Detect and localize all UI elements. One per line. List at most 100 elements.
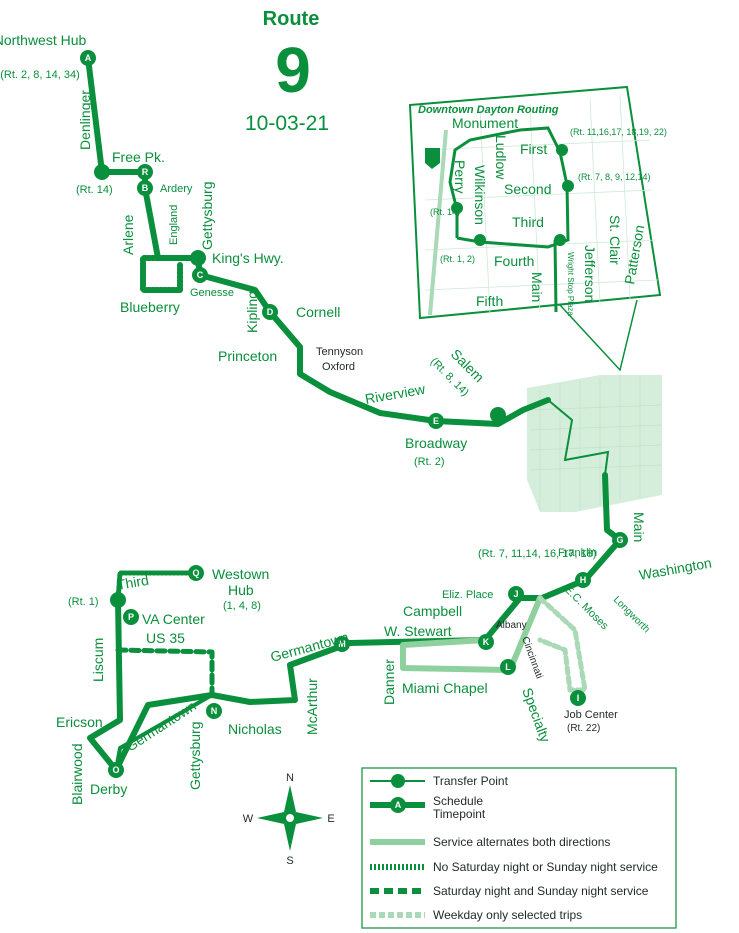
- label-miami-chapel: Miami Chapel: [402, 680, 488, 696]
- label-blueberry: Blueberry: [120, 299, 180, 315]
- svg-text:R: R: [142, 167, 149, 177]
- svg-text:N: N: [211, 706, 218, 716]
- label-riverview: Riverview: [364, 381, 427, 407]
- label-princeton: Princeton: [218, 348, 277, 364]
- compass-w: W: [243, 813, 254, 825]
- timepoint-g[interactable]: G: [612, 532, 628, 548]
- svg-text:B: B: [142, 183, 149, 193]
- inset-street-perry: Perry: [452, 160, 468, 193]
- label-gettysburg-south: Gettysburg: [187, 722, 203, 790]
- label-job-center-route: (Rt. 22): [567, 723, 600, 734]
- timepoint-b[interactable]: B: [137, 180, 153, 196]
- svg-text:C: C: [197, 270, 204, 280]
- legend-label-dotted: No Saturday night or Sunday night servic…: [433, 860, 658, 874]
- interstate-75-label: 75: [428, 155, 436, 162]
- compass-rose: [257, 785, 323, 851]
- timepoint-e[interactable]: E: [428, 413, 444, 429]
- callout-pointer: [559, 299, 638, 372]
- downtown-route-outline: [547, 399, 610, 476]
- inset-wright-stop-plaza: Wright Stop Plaza: [566, 252, 575, 316]
- svg-text:M: M: [338, 639, 346, 649]
- label-washington: Washington: [638, 554, 713, 583]
- timepoint-c[interactable]: C: [192, 267, 208, 283]
- timepoint-h[interactable]: H: [575, 572, 591, 588]
- svg-text:Q: Q: [192, 568, 199, 578]
- label-ericson: Ericson: [56, 714, 103, 730]
- label-derby: Derby: [90, 781, 127, 797]
- timepoint-k[interactable]: K: [478, 634, 494, 650]
- label-broadway: Broadway: [405, 435, 467, 451]
- label-main: Main: [631, 512, 647, 542]
- inset-transfer-second: (Rt. 7, 8, 9, 12,14): [578, 172, 651, 182]
- inset-map: 75: [408, 85, 662, 320]
- inset-street-st-clair: St. Clair: [607, 215, 623, 265]
- label-denlinger: Denlinger: [77, 90, 93, 150]
- inset-street-monument: Monument: [452, 115, 518, 131]
- inset-street-main: Main: [529, 272, 545, 302]
- timepoint-d[interactable]: D: [262, 304, 278, 320]
- label-third: Third: [116, 572, 150, 593]
- label-genesse: Genesse: [190, 287, 234, 299]
- svg-text:P: P: [128, 612, 134, 622]
- label-eliz-place: Eliz. Place: [442, 589, 493, 601]
- svg-text:I: I: [577, 693, 580, 703]
- label-nicholas: Nicholas: [228, 721, 282, 737]
- timepoint-r[interactable]: R: [137, 164, 153, 180]
- svg-text:L: L: [505, 662, 511, 672]
- inset-transfer-first: (Rt. 11,16,17, 18,19, 22): [570, 127, 667, 137]
- inset-street-third: Third: [512, 214, 544, 230]
- transfer-point-va-center: [110, 592, 126, 608]
- label-kipling: Kipling: [244, 291, 260, 333]
- label-ardery: Ardery: [160, 183, 193, 195]
- timepoint-p[interactable]: P: [123, 609, 139, 625]
- label-va-center: VA Center: [142, 611, 205, 627]
- label-mcarthur: McArthur: [304, 678, 320, 735]
- label-free-pk: Free Pk.: [112, 149, 165, 165]
- label-tennyson: Tennyson: [316, 346, 363, 358]
- label-specialty: Specialty: [519, 686, 553, 745]
- inset-street-first: First: [520, 141, 547, 157]
- svg-text:H: H: [580, 575, 587, 585]
- timepoint-n[interactable]: N: [206, 703, 222, 719]
- compass-e: E: [327, 813, 334, 825]
- label-broadway-route: (Rt. 2): [414, 456, 445, 468]
- label-blairwood: Blairwood: [69, 744, 85, 805]
- label-franklin-routes: (Rt. 7, 11,14, 16, 17, 18): [478, 548, 596, 560]
- label-westown-hub-2: Hub: [228, 582, 254, 598]
- label-rt1: (Rt. 1): [68, 596, 99, 608]
- svg-text:K: K: [483, 637, 490, 647]
- transfer-point-kings-hwy: [190, 250, 206, 266]
- timepoint-i[interactable]: I: [570, 690, 586, 706]
- route-date: 10-03-21: [245, 112, 329, 135]
- timepoints: A R B C D E G H J K L I M N O P Q: [80, 50, 628, 778]
- label-northwest-hub: Northwest Hub: [0, 32, 87, 48]
- inset-street-fourth: Fourth: [494, 253, 534, 269]
- label-albany: Albany: [496, 620, 527, 631]
- timepoint-m[interactable]: M: [334, 636, 350, 652]
- downtown-area: [527, 375, 662, 512]
- label-arlene: Arlene: [120, 214, 136, 255]
- route-number: 9: [275, 34, 311, 106]
- inset-street-fifth: Fifth: [476, 293, 503, 309]
- legend-label-dashed: Saturday night and Sunday night service: [433, 884, 649, 898]
- label-oxford: Oxford: [322, 361, 355, 373]
- compass-s: S: [286, 855, 293, 867]
- timepoint-o[interactable]: O: [108, 762, 124, 778]
- legend: A: [361, 767, 677, 929]
- legend-label-transfer: Transfer Point: [433, 774, 509, 788]
- label-westown-hub: Westown: [212, 566, 269, 582]
- label-w-stewart: W. Stewart: [384, 623, 452, 639]
- timepoint-j[interactable]: J: [508, 586, 524, 602]
- timepoint-q[interactable]: Q: [188, 565, 204, 581]
- inset-transfer-fourth: (Rt. 1, 2): [440, 254, 475, 264]
- inset-street-wilkinson: Wilkinson: [472, 165, 488, 225]
- timepoint-a[interactable]: A: [80, 50, 96, 66]
- svg-text:A: A: [85, 53, 92, 63]
- label-northwest-hub-routes: (Rt. 2, 8, 14, 34): [0, 69, 79, 81]
- legend-transfer-symbol: [391, 774, 405, 788]
- label-campbell: Campbell: [403, 603, 462, 619]
- legend-timepoint-symbol: [390, 797, 406, 813]
- timepoint-l[interactable]: L: [500, 659, 516, 675]
